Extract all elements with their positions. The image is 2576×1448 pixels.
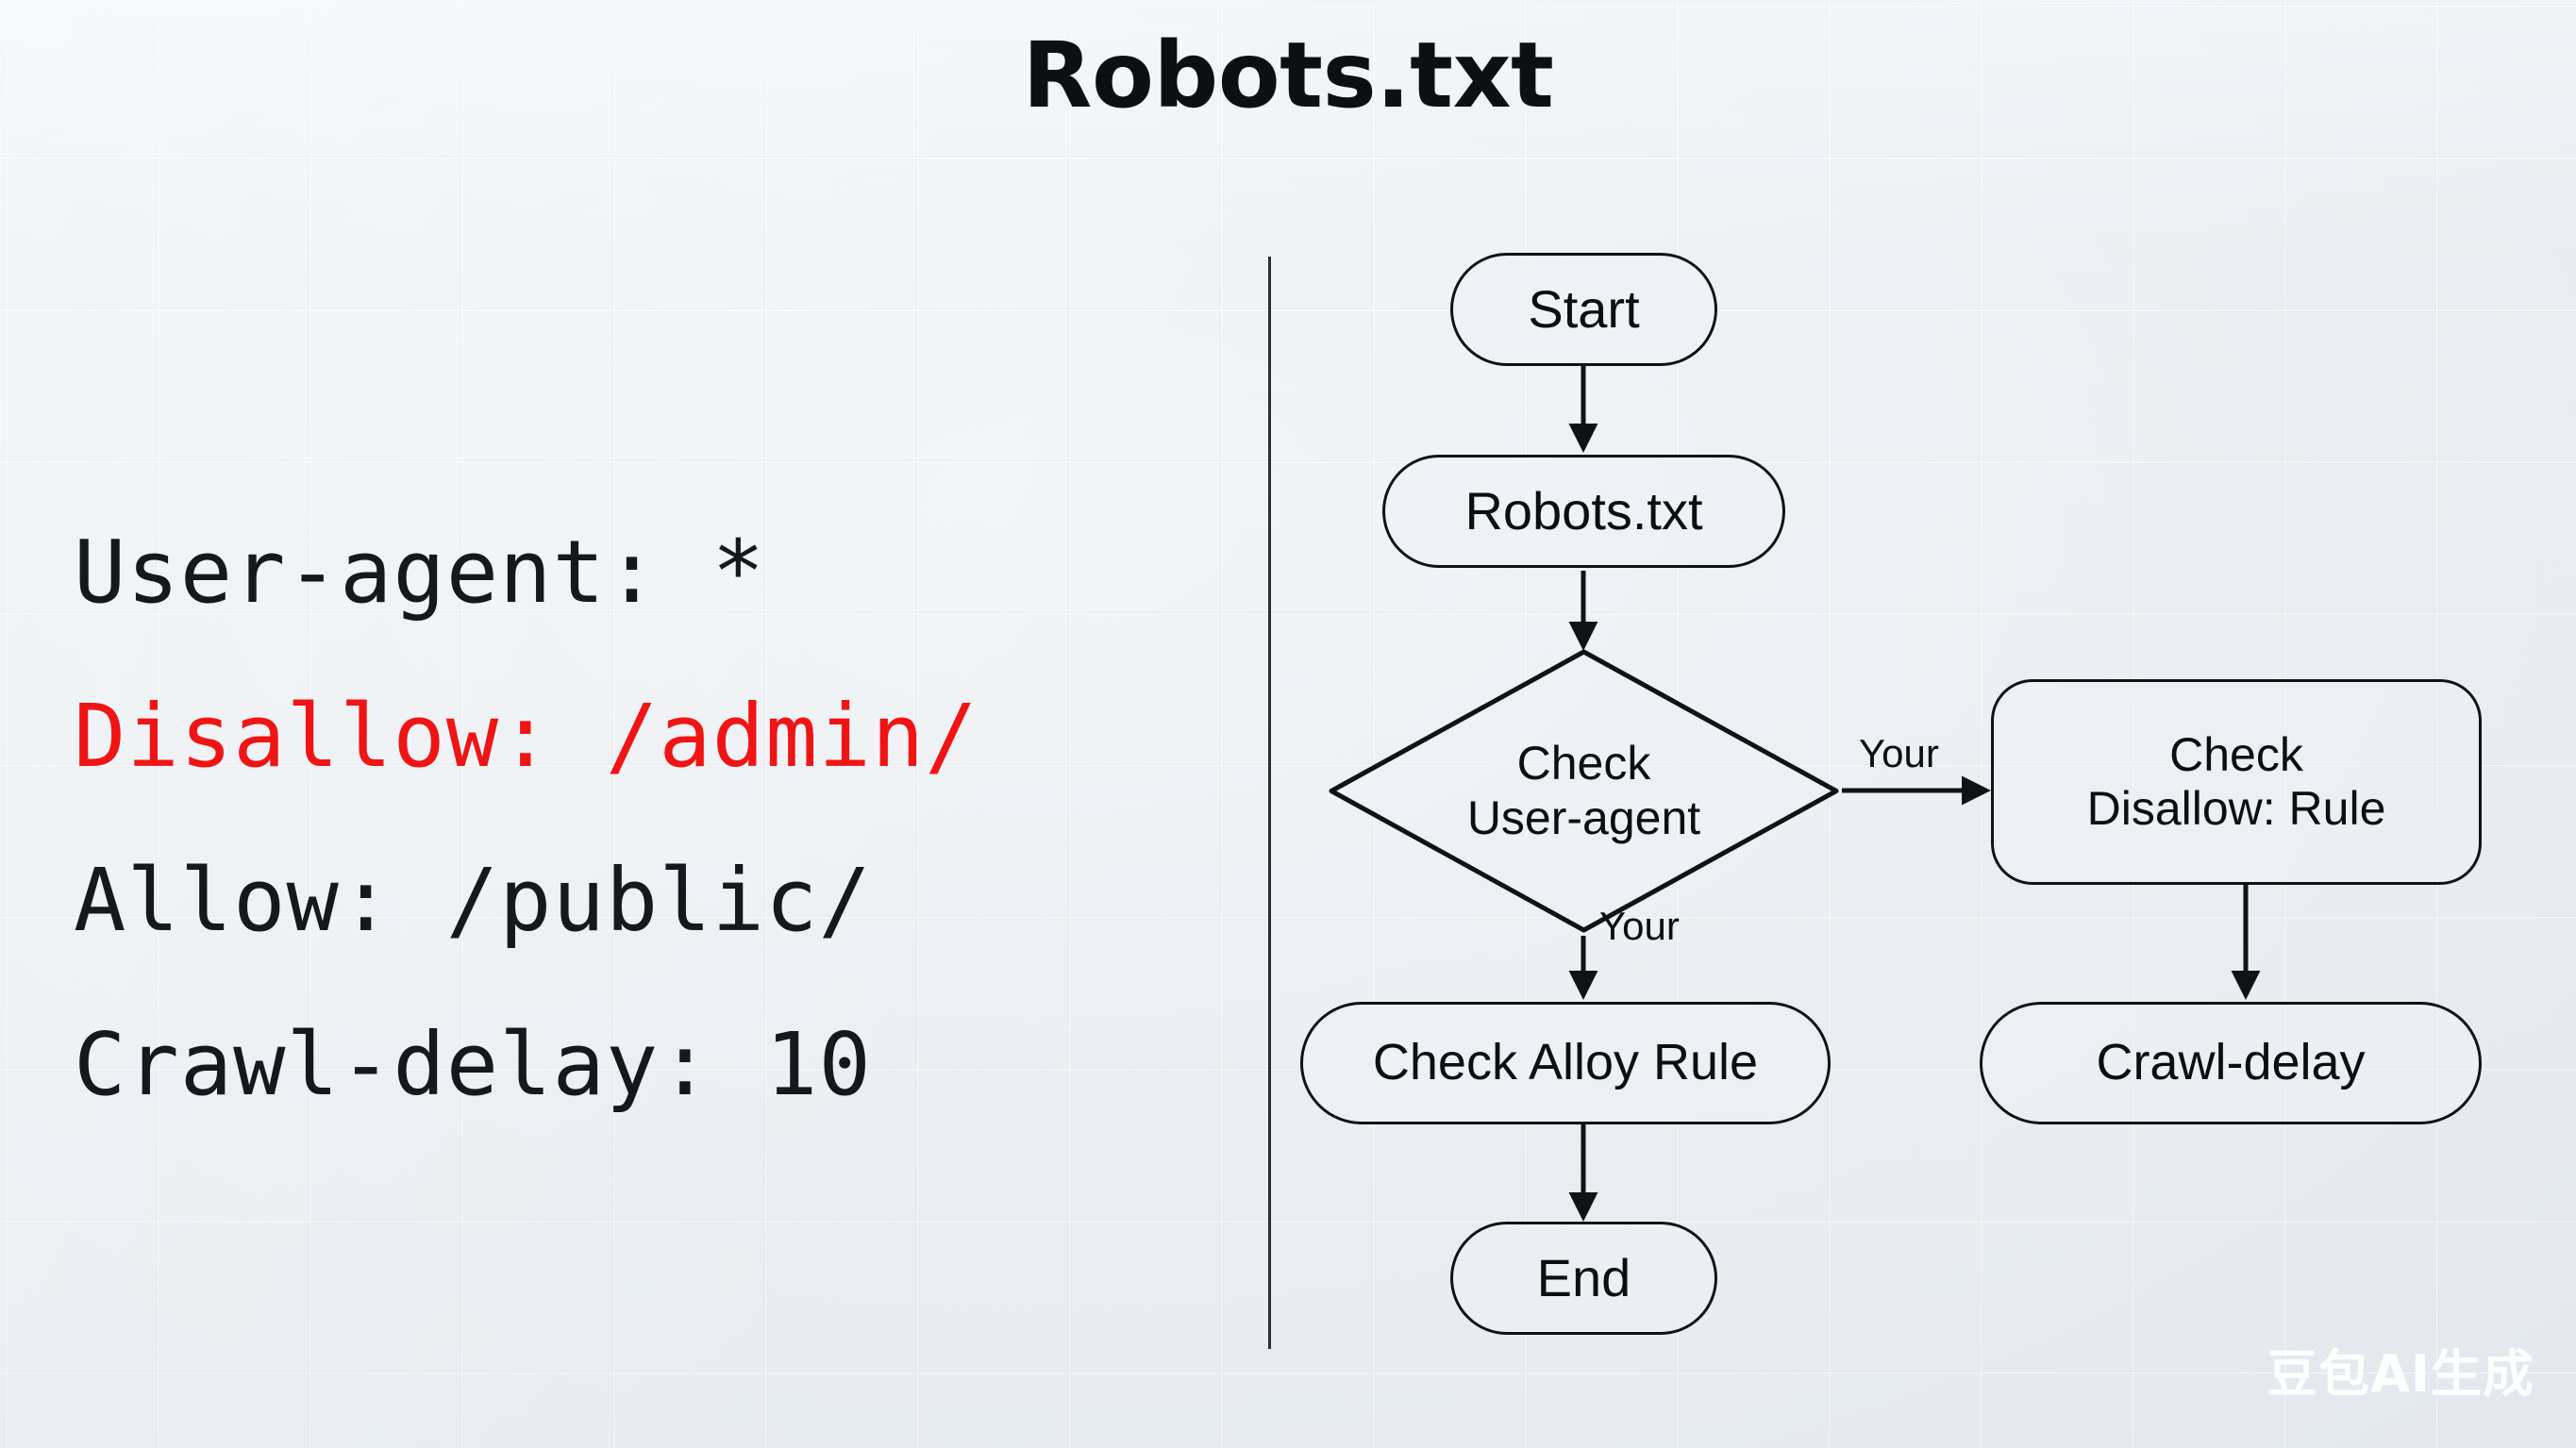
flow-node-end[interactable]: End bbox=[1450, 1222, 1717, 1335]
flow-node-check-alloy-rule-label: Check Alloy Rule bbox=[1372, 1034, 1759, 1091]
flow-node-end-label: End bbox=[1536, 1248, 1631, 1308]
diamond-shape bbox=[1329, 649, 1839, 933]
watermark: 豆包AI生成 bbox=[2267, 1344, 2534, 1404]
flow-node-check-disallow-rule-line1: Check bbox=[2169, 728, 2303, 781]
edge-label-down-branch: Your bbox=[1599, 904, 1680, 948]
robots-txt-flowchart: Start Robots.txt Check User-agent Your Y… bbox=[1255, 217, 2576, 1424]
code-line-crawl-delay: Crawl-delay: 10 bbox=[74, 1014, 872, 1115]
flow-node-check-alloy-rule[interactable]: Check Alloy Rule bbox=[1300, 1002, 1831, 1124]
flow-node-crawl-delay-label: Crawl-delay bbox=[2096, 1034, 2366, 1091]
code-line-allow: Allow: /public/ bbox=[74, 850, 872, 951]
flow-node-check-disallow-rule[interactable]: Check Disallow: Rule bbox=[1991, 679, 2482, 885]
page-title: Robots.txt bbox=[1022, 23, 1554, 128]
flow-node-robots-txt[interactable]: Robots.txt bbox=[1382, 455, 1785, 568]
flowchart-connectors bbox=[1568, 366, 2261, 1222]
code-line-user-agent: User-agent: * bbox=[74, 522, 766, 623]
flow-node-robots-txt-label: Robots.txt bbox=[1464, 481, 1703, 541]
vertical-divider bbox=[1268, 257, 1271, 1349]
robots-txt-code-block: User-agent: * Disallow: /admin/ Allow: /… bbox=[74, 491, 1196, 1147]
edge-label-right-branch: Your bbox=[1859, 731, 1939, 775]
flow-node-check-disallow-rule-line2: Disallow: Rule bbox=[2086, 782, 2386, 835]
flow-node-start[interactable]: Start bbox=[1450, 253, 1717, 366]
flow-node-check-user-agent[interactable]: Check User-agent bbox=[1326, 646, 1842, 936]
flow-node-check-user-agent-line1: Check bbox=[1516, 737, 1651, 790]
flow-node-check-disallow-rule-text: Check Disallow: Rule bbox=[2087, 728, 2386, 836]
flow-node-check-user-agent-text: Check User-agent bbox=[1326, 646, 1842, 936]
code-line-disallow: Disallow: /admin/ bbox=[74, 686, 979, 787]
flow-node-check-user-agent-line2: User-agent bbox=[1466, 791, 1701, 844]
flow-node-start-label: Start bbox=[1528, 279, 1640, 340]
flow-node-crawl-delay[interactable]: Crawl-delay bbox=[1980, 1002, 2482, 1124]
